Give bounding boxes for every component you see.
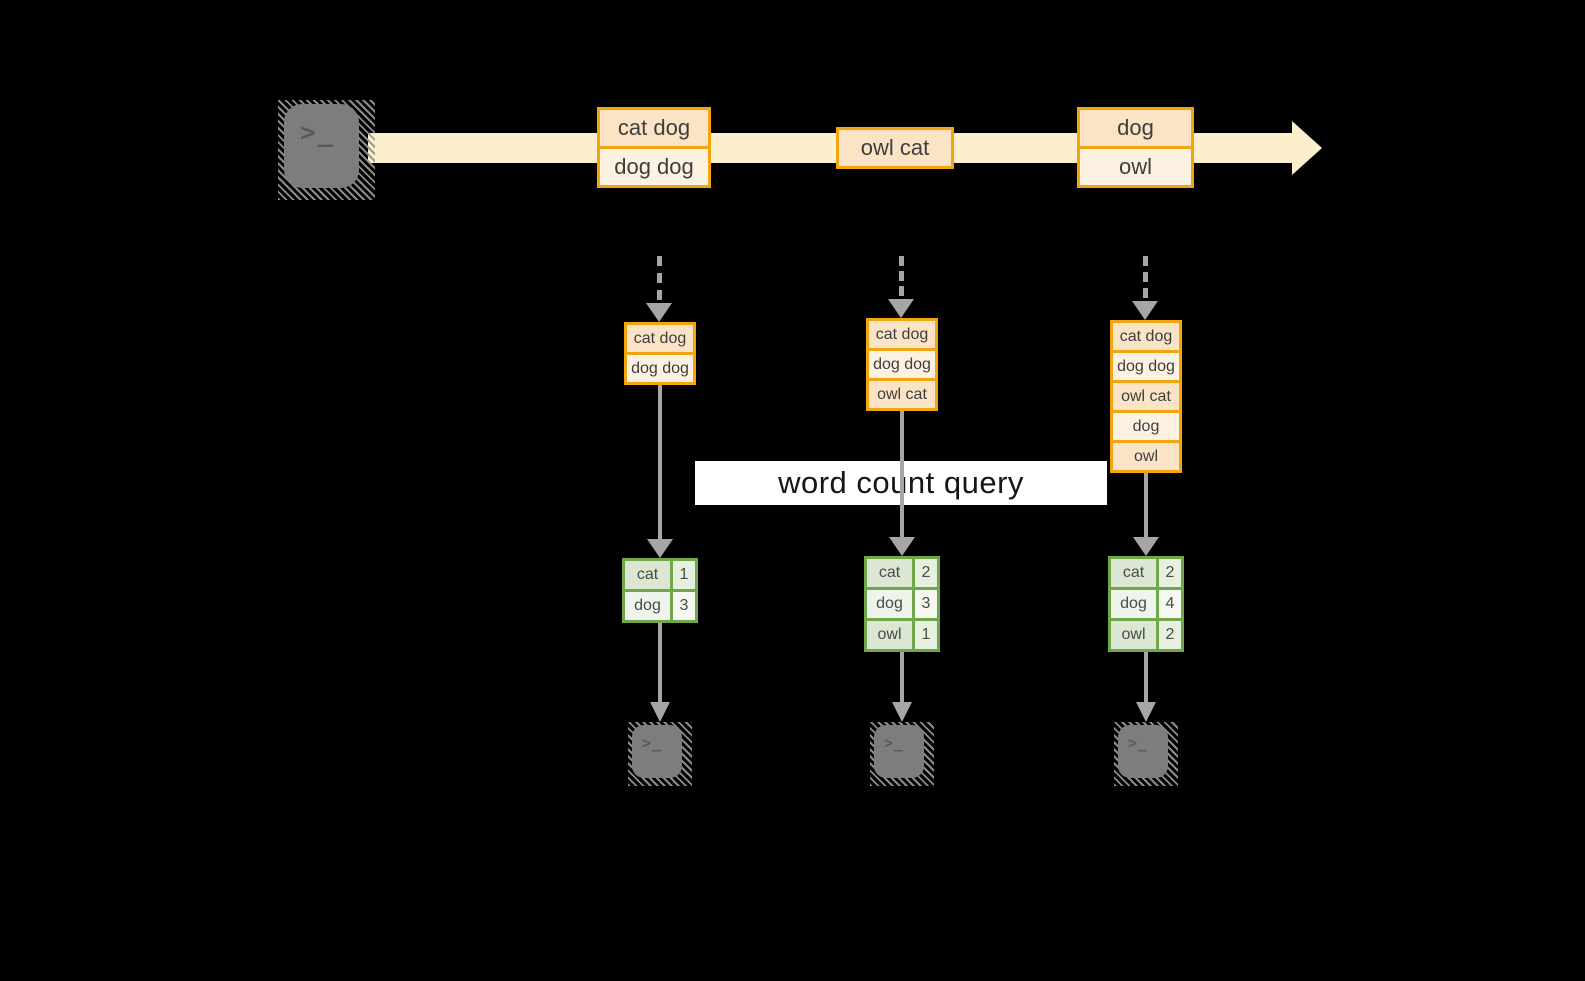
arrowhead-down-icon [646,303,672,322]
count-cell: 3 [673,592,695,620]
terminal-prompt-glyph: >_ [284,104,359,188]
stream-event-group-1: cat dog dog dog [597,107,711,188]
sink-terminal-icon-1: >_ [628,722,692,786]
arrowhead-down-icon [1136,702,1156,722]
stream-event: dog dog [600,149,708,185]
arrowhead-down-icon [1132,301,1158,320]
count-cell: 1 [673,561,695,589]
batch-row: dog dog [869,351,935,378]
terminal-prompt-glyph: >_ [1118,725,1168,778]
stream-arrow-head-icon [1292,121,1322,175]
input-batch-box-2: cat dog dog dog owl cat [866,318,938,411]
word-cell: cat [1111,559,1156,587]
count-cell: 2 [1159,559,1181,587]
table-row: dog 3 [867,590,937,618]
table-row: owl 2 [1111,621,1181,649]
arrowhead-down-icon [647,539,673,558]
query-arrow-line-1 [658,385,662,541]
batch-row: owl [1113,443,1179,470]
sink-terminal-icon-3: >_ [1114,722,1178,786]
batch-row: dog dog [627,355,693,382]
table-row: dog 3 [625,592,695,620]
batch-row: owl cat [1113,383,1179,410]
table-row: cat 2 [1111,559,1181,587]
result-arrow-line-1 [658,623,662,704]
result-arrow-line-3 [1144,652,1148,704]
batch-row: dog dog [1113,353,1179,380]
count-cell: 2 [915,559,937,587]
sink-terminal-icon-2: >_ [870,722,934,786]
word-cell: dog [1111,590,1156,618]
word-cell: cat [867,559,912,587]
trigger-arrow-dashed-2 [899,256,904,296]
word-cell: cat [625,561,670,589]
word-count-table-2: cat 2 dog 3 owl 1 [864,556,940,652]
word-cell: dog [867,590,912,618]
table-row: cat 2 [867,559,937,587]
arrowhead-down-icon [892,702,912,722]
count-cell: 2 [1159,621,1181,649]
count-cell: 3 [915,590,937,618]
stream-event: cat dog [600,110,708,146]
arrowhead-down-icon [650,702,670,722]
word-cell: owl [867,621,912,649]
word-cell: owl [1111,621,1156,649]
input-batch-box-1: cat dog dog dog [624,322,696,385]
stream-event: owl [1080,149,1191,185]
trigger-arrow-dashed-1 [657,256,662,300]
stream-event: owl cat [839,130,951,166]
stream-event-group-2: owl cat [836,127,954,169]
count-cell: 1 [915,621,937,649]
terminal-prompt-glyph: >_ [632,725,682,778]
query-arrow-line-2 [900,411,904,539]
batch-row: cat dog [627,325,693,352]
word-count-table-3: cat 2 dog 4 owl 2 [1108,556,1184,652]
stream-event-group-3: dog owl [1077,107,1194,188]
result-arrow-line-2 [900,652,904,704]
batch-row: dog [1113,413,1179,440]
arrowhead-down-icon [1133,537,1159,556]
batch-row: cat dog [1113,323,1179,350]
table-row: dog 4 [1111,590,1181,618]
source-terminal-icon: >_ [278,100,375,200]
batch-row: cat dog [869,321,935,348]
table-row: cat 1 [625,561,695,589]
trigger-arrow-dashed-3 [1143,256,1148,298]
word-count-table-1: cat 1 dog 3 [622,558,698,623]
terminal-prompt-glyph: >_ [874,725,924,778]
table-row: owl 1 [867,621,937,649]
query-arrow-line-3 [1144,473,1148,539]
batch-row: owl cat [869,381,935,408]
word-cell: dog [625,592,670,620]
count-cell: 4 [1159,590,1181,618]
arrowhead-down-icon [888,299,914,318]
arrowhead-down-icon [889,537,915,556]
input-batch-box-3: cat dog dog dog owl cat dog owl [1110,320,1182,473]
stream-event: dog [1080,110,1191,146]
